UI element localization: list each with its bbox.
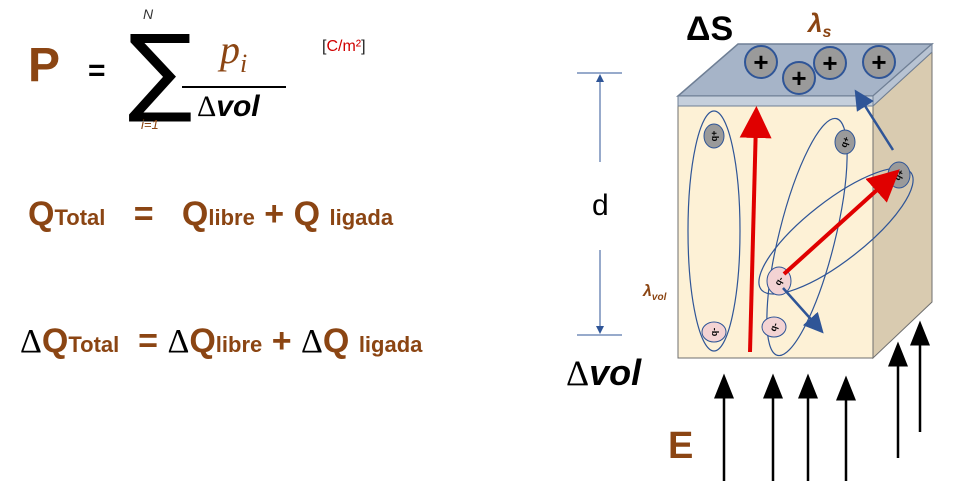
lambda-s-label: λs <box>806 8 831 41</box>
svg-text:+: + <box>753 47 768 77</box>
svg-text:+: + <box>871 47 886 77</box>
svg-text:+: + <box>822 48 837 78</box>
bound-charge-positive: q+ <box>834 129 856 155</box>
sum-lower-limit: i=1 <box>141 117 159 132</box>
normal-arrow-top <box>854 89 895 151</box>
svg-text:q-: q- <box>768 321 780 332</box>
dipole-arrow-diagonal <box>782 169 900 276</box>
charge-equation: QTotal = Qlibre + Q ligada <box>28 195 394 233</box>
bound-charge-positive: q+ <box>703 123 725 149</box>
svg-text:+: + <box>791 63 806 93</box>
lambda-vol-label: λvol <box>642 283 667 303</box>
surface-charges: + + + + <box>744 45 896 95</box>
bound-charge-negative: q- <box>761 316 787 338</box>
polarization-symbol: P <box>28 39 61 92</box>
plus-charge: + <box>862 45 896 79</box>
plus-charge: + <box>782 61 816 95</box>
plus-charge: + <box>813 46 847 80</box>
svg-text:q+: q+ <box>709 131 719 142</box>
volume-label: Δvol <box>566 352 642 393</box>
dipole-arrow-vertical <box>739 106 772 353</box>
surface-label: ΔS <box>686 10 733 48</box>
dipole-moment-numerator: pi <box>220 27 248 78</box>
plus-charge: + <box>744 45 778 79</box>
svg-text:q+: q+ <box>838 135 851 149</box>
d-label: d <box>592 189 609 222</box>
bound-charge-negative: q- <box>701 321 727 343</box>
dipole-ellipse <box>687 110 741 352</box>
field-label: E <box>668 425 693 467</box>
dipole-ellipse <box>766 117 848 357</box>
fraction-line <box>182 86 286 88</box>
dipole-ellipses <box>687 110 914 357</box>
sum-upper-limit: N <box>143 6 154 22</box>
delta-charge-equation: ΔQTotal = ΔQlibre + ΔQ ligada <box>20 322 423 360</box>
normal-arrow-bottom <box>782 287 824 334</box>
dipole-ellipse <box>758 167 914 295</box>
volume-denominator: Δvol <box>197 90 260 123</box>
formula-equals: = <box>88 54 106 87</box>
summation-symbol: ∑ <box>128 14 193 126</box>
svg-text:q-: q- <box>709 328 719 337</box>
polarization-unit: [C/m²] <box>322 38 366 55</box>
electric-field-arrows <box>714 320 930 481</box>
bound-charge-positive: q+ <box>887 161 911 189</box>
top-plate-edge <box>677 95 874 107</box>
